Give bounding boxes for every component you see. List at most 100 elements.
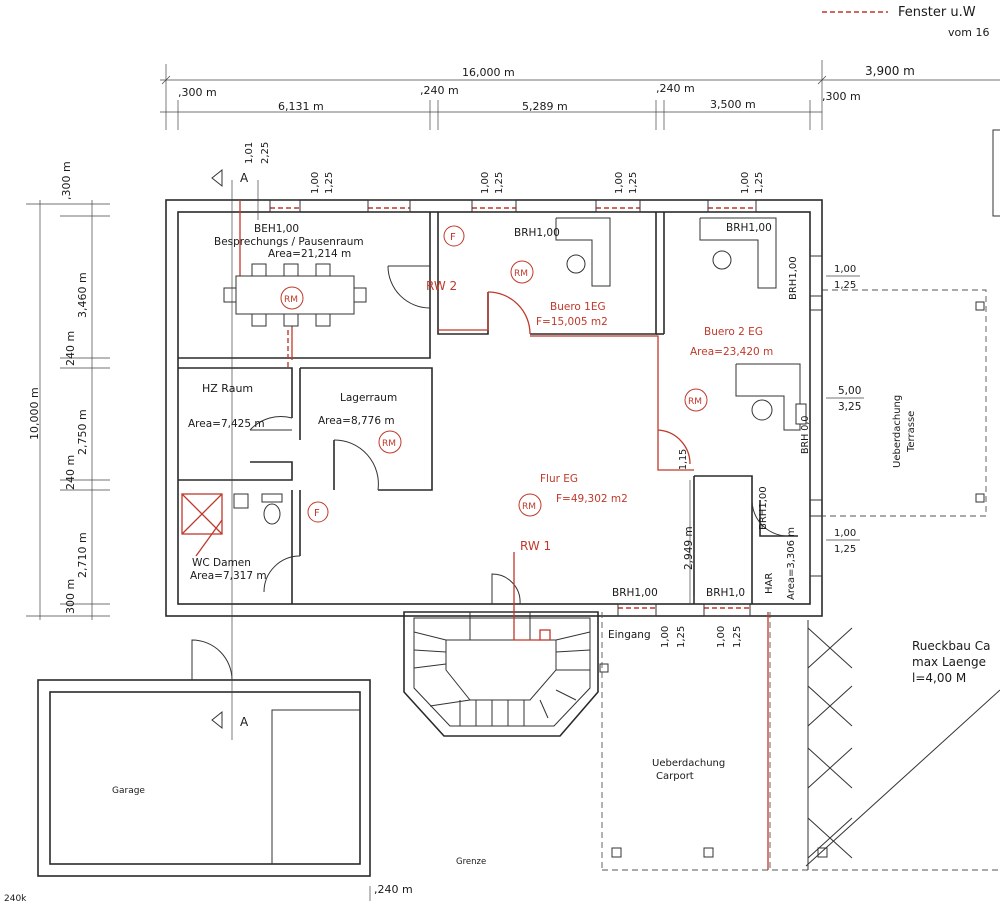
- label-eingang: Eingang: [608, 629, 651, 641]
- brh-south-2: BRH1,0: [706, 587, 745, 599]
- flur-area: F=49,302 m2: [556, 493, 628, 505]
- meeting-table: [223, 263, 367, 327]
- har-area: Area=3,306 m: [786, 527, 797, 600]
- note-line3: l=4,00 M: [912, 671, 966, 685]
- label-terrasse-2: Terrasse: [906, 411, 917, 453]
- buero2-area: Area=23,420 m: [690, 346, 773, 358]
- svg-text:RM: RM: [514, 269, 528, 279]
- svg-text:1,25: 1,25: [834, 280, 856, 291]
- svg-text:F: F: [450, 232, 456, 243]
- hz-name: HZ Raum: [202, 382, 253, 395]
- carport: Ueberdachung Carport Grenze: [456, 612, 1000, 871]
- flur-name: Flur EG: [540, 473, 578, 485]
- lager-area: Area=8,776 m: [318, 415, 395, 427]
- room-labels: BEH1,00 Besprechungs / Pausenraum Area=2…: [188, 222, 811, 641]
- buero2-name: Buero 2 EG: [704, 326, 763, 338]
- doors: [249, 265, 791, 604]
- svg-text:F: F: [314, 508, 320, 519]
- marker-rw1: RW 1: [520, 539, 551, 553]
- svg-text:2,949 m: 2,949 m: [683, 526, 695, 570]
- svg-text:1,00: 1,00: [740, 172, 751, 194]
- label-carport-1: Ueberdachung: [652, 758, 725, 769]
- buero1-brh: BRH1,00: [514, 227, 560, 239]
- svg-text:1,00: 1,00: [614, 172, 625, 194]
- svg-text:,240 m: ,240 m: [374, 883, 413, 896]
- besprechung-name: Besprechungs / Pausenraum: [214, 236, 364, 248]
- legend-line1: Fenster u.W: [898, 5, 976, 20]
- hz-area: Area=7,425 m: [188, 418, 265, 430]
- stairwell: [403, 573, 609, 737]
- section-a-bottom: A: [240, 715, 249, 729]
- svg-text:5,00: 5,00: [838, 385, 861, 397]
- terrace: Ueberdachung Terrasse: [822, 289, 987, 517]
- office-desks: [555, 217, 807, 431]
- svg-text:1,25: 1,25: [494, 172, 505, 194]
- svg-text:BRH 0,0: BRH 0,0: [800, 416, 811, 454]
- rm-circle-1: [280, 286, 304, 310]
- svg-text:1,00: 1,00: [834, 264, 856, 275]
- svg-text:240k: 240k: [4, 894, 27, 901]
- rm-circle-3: [684, 388, 708, 412]
- wc-fixtures: [181, 493, 283, 557]
- svg-text:RM: RM: [382, 439, 396, 449]
- note-line2: max Laenge: [912, 655, 986, 669]
- svg-text:1,25: 1,25: [676, 626, 687, 648]
- dim-v-240-b: 240 m: [64, 455, 77, 490]
- wc-area: Area=7,317 m: [190, 570, 267, 582]
- label-terrasse-1: Ueberdachung: [892, 395, 903, 468]
- dim-v-300-bottom: 300 m: [64, 579, 77, 614]
- har-brh: BRH1,00: [758, 486, 769, 530]
- dim-6131: 6,131 m: [278, 100, 324, 113]
- svg-text:1,25: 1,25: [628, 172, 639, 194]
- svg-text:1,15: 1,15: [678, 449, 689, 470]
- garage: Garage: [37, 639, 371, 877]
- markers: RW 2 RW 1 RM RM RM RM RM F F: [280, 225, 708, 553]
- label-grenze: Grenze: [456, 857, 486, 867]
- f-circle-2: [307, 501, 329, 523]
- side-box: [992, 129, 1000, 217]
- svg-text:1,00: 1,00: [834, 528, 856, 539]
- svg-text:1,00: 1,00: [716, 626, 727, 648]
- section-line: A A 1,01 2,25: [211, 142, 289, 740]
- har-name: HAR: [764, 573, 775, 594]
- marker-rw2: RW 2: [426, 279, 457, 293]
- dim-300-right: ,300 m: [822, 90, 861, 103]
- dim-v-2710: 2,710 m: [76, 532, 89, 578]
- svg-text:RM: RM: [522, 502, 536, 512]
- svg-text:RM: RM: [688, 397, 702, 407]
- svg-text:1,01: 1,01: [244, 142, 255, 164]
- dim-total-width: 16,000 m: [462, 66, 515, 79]
- buero1-area: F=15,005 m2: [536, 316, 608, 328]
- legend-line2: vom 16: [948, 26, 989, 39]
- besprechung-brh: BEH1,00: [254, 223, 299, 235]
- rm-circle-4: [378, 430, 402, 454]
- svg-text:BRH1,00: BRH1,00: [788, 256, 799, 300]
- dim-240-b: ,240 m: [656, 82, 695, 95]
- dim-v-3460: 3,460 m: [76, 272, 89, 318]
- svg-text:1,00: 1,00: [660, 626, 671, 648]
- svg-text:1,25: 1,25: [754, 172, 765, 194]
- dim-3500: 3,500 m: [710, 98, 756, 111]
- rm-circle-5: [518, 493, 542, 517]
- svg-text:1,25: 1,25: [324, 172, 335, 194]
- svg-text:1,00: 1,00: [480, 172, 491, 194]
- svg-text:1,25: 1,25: [732, 626, 743, 648]
- dim-5289: 5,289 m: [522, 100, 568, 113]
- top-dimensions: 16,000 m 3,900 m ,300 m 6,131 m ,240 m 5…: [160, 60, 1000, 130]
- note-line1: Rueckbau Ca: [912, 639, 990, 653]
- label-garage: Garage: [112, 786, 145, 796]
- besprechung-area: Area=21,214 m: [268, 248, 351, 260]
- section-a-top: A: [240, 171, 249, 185]
- legend: Fenster u.W vom 16: [822, 5, 989, 39]
- left-dimensions: 10,000 m ,300 m 3,460 m 240 m 2,750 m 24…: [26, 161, 110, 620]
- svg-text:1,00: 1,00: [310, 172, 321, 194]
- wc-name: WC Damen: [192, 557, 251, 569]
- dim-v-total: 10,000 m: [28, 387, 41, 440]
- buero2-brh: BRH1,00: [726, 222, 772, 234]
- svg-text:2,25: 2,25: [260, 142, 271, 164]
- dim-right-width: 3,900 m: [865, 64, 915, 78]
- svg-text:1,25: 1,25: [834, 544, 856, 555]
- windows: [269, 199, 823, 617]
- svg-text:RM: RM: [284, 295, 298, 305]
